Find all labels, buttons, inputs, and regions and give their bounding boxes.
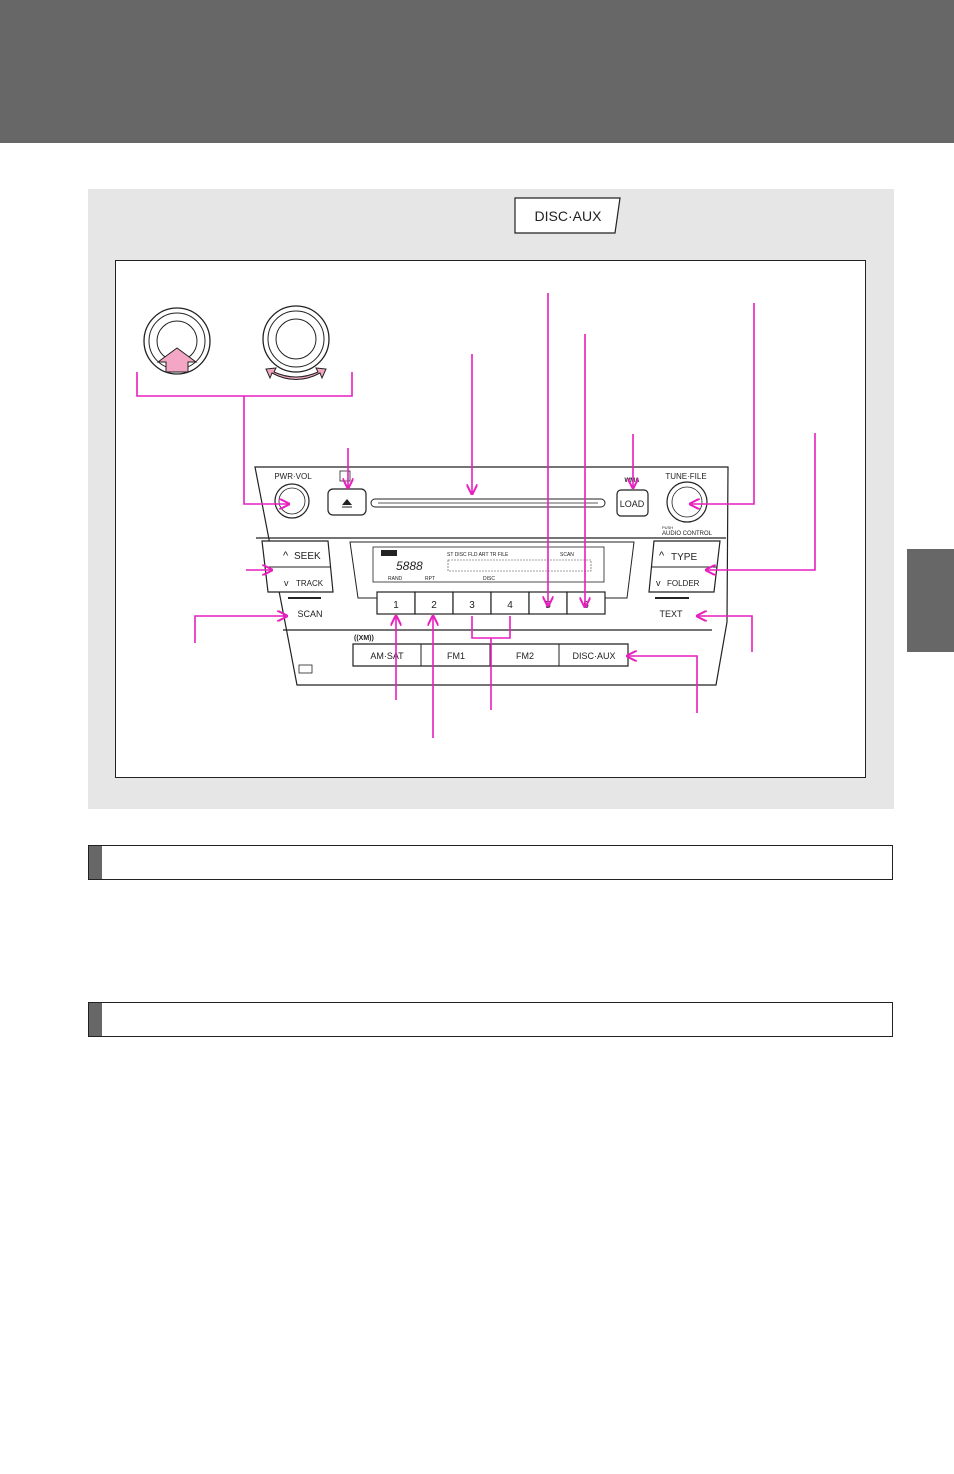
preset-6-label: 6 xyxy=(583,600,589,611)
tune-file-label: TUNE·FILE xyxy=(665,472,706,481)
seek-up-icon: ^ xyxy=(283,550,289,562)
callout-scan xyxy=(194,616,287,643)
preset-button-4[interactable]: 4 xyxy=(490,591,530,615)
pwr-vol-label: PWR·VOL xyxy=(274,472,312,481)
lcd-display: ST DISC FLD ART TR FILE SCAN 5888 RAND R… xyxy=(349,541,635,599)
type-folder-button[interactable]: ^ TYPE v FOLDER xyxy=(648,540,721,593)
callout-disc-aux xyxy=(627,656,698,713)
seek-track-button[interactable]: ^ SEEK v TRACK xyxy=(261,540,334,593)
preset-button-2[interactable]: 2 xyxy=(414,591,454,615)
disc-aux-button[interactable]: DISC·AUX xyxy=(572,651,615,661)
knob-bracket xyxy=(136,372,353,397)
disc-aux-badge-label: DISC·AUX xyxy=(535,208,603,224)
callout-preset-3-4-bracket xyxy=(471,616,511,639)
disc-slot xyxy=(370,498,606,508)
radio-faceplate xyxy=(254,466,729,686)
display-disc: DISC xyxy=(483,576,495,582)
display-scan: SCAN xyxy=(560,552,574,558)
preset-button-3[interactable]: 3 xyxy=(452,591,492,615)
fm2-button[interactable]: FM2 xyxy=(516,651,534,661)
push-label: PUSH xyxy=(662,525,673,530)
type-label: TYPE xyxy=(671,552,697,563)
callout-pwr-vol xyxy=(243,396,289,504)
folder-down-icon: v xyxy=(656,578,661,588)
preset-button-1[interactable]: 1 xyxy=(376,591,416,615)
load-button[interactable]: LOAD xyxy=(616,489,649,517)
power-knob-press-illustration xyxy=(143,307,211,375)
chapter-side-tab xyxy=(907,549,954,652)
display-rand: RAND xyxy=(388,576,403,582)
display-rpt: RPT xyxy=(425,576,435,582)
pwr-vol-knob[interactable] xyxy=(274,483,310,519)
load-button-label: LOAD xyxy=(620,499,645,509)
preset-button-6[interactable]: 6 xyxy=(566,591,606,615)
scan-button[interactable]: SCAN xyxy=(297,609,322,619)
callout-type-folder xyxy=(706,433,816,570)
audio-control-label: AUDIO CONTROL xyxy=(662,531,713,537)
folder-label: FOLDER xyxy=(667,579,700,588)
preset-2-label: 2 xyxy=(431,600,437,611)
section-heading-marker xyxy=(89,1003,102,1036)
display-ch-indicator xyxy=(381,550,397,556)
display-top-row: ST DISC FLD ART TR FILE xyxy=(447,552,509,558)
callout-text xyxy=(697,616,753,652)
seek-label: SEEK xyxy=(294,551,321,562)
fm1-button[interactable]: FM1 xyxy=(447,651,465,661)
section-heading-bar xyxy=(88,845,893,880)
preset-buttons: 1 2 3 4 5 6 xyxy=(376,591,606,615)
eject-button[interactable] xyxy=(327,488,367,516)
section-heading-bar xyxy=(88,1002,893,1037)
preset-3-label: 3 xyxy=(469,600,475,611)
preset-4-label: 4 xyxy=(507,600,513,611)
track-down-icon: v xyxy=(284,578,289,588)
display-digits: 5888 xyxy=(396,559,423,573)
type-up-icon: ^ xyxy=(659,550,665,562)
eject-icon xyxy=(342,499,352,505)
volume-knob-turn-illustration xyxy=(262,305,330,380)
preset-1-label: 1 xyxy=(393,600,399,611)
text-button[interactable]: TEXT xyxy=(659,609,683,619)
disc-aux-mode-badge: DISC·AUX xyxy=(514,197,621,234)
xm-logo: ((XM)) xyxy=(354,635,374,642)
tune-file-knob[interactable] xyxy=(666,481,708,523)
jbl-logo xyxy=(298,664,313,674)
page-header-bar xyxy=(0,0,954,143)
callout-tune-file xyxy=(690,303,755,504)
callout-lines xyxy=(136,293,816,738)
track-label: TRACK xyxy=(296,579,324,588)
am-sat-button[interactable]: AM·SAT xyxy=(370,651,404,661)
section-heading-marker xyxy=(89,846,102,879)
